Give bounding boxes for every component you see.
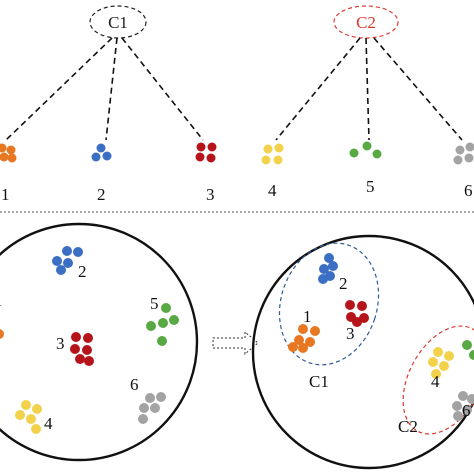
right-cluster-2 — [318, 253, 338, 284]
left-cluster-5 — [146, 303, 179, 346]
group-c2-label: C2 — [398, 417, 418, 436]
link-c2-4 — [275, 37, 361, 141]
link-c2-5 — [365, 37, 370, 141]
tree-cluster-2 — [91, 143, 112, 162]
right-cluster-6 — [452, 391, 474, 421]
tree-label-3: 3 — [206, 185, 215, 204]
tree-cluster-5 — [349, 141, 382, 159]
tree-label-4: 4 — [268, 181, 277, 200]
hub-c2-label: C2 — [356, 13, 376, 32]
hub-c1: C1 — [89, 5, 147, 39]
tree-label-5: 5 — [366, 177, 375, 196]
tree-label-2: 2 — [97, 185, 106, 204]
left-panel-circle — [0, 222, 199, 462]
right-cluster-1 — [288, 324, 320, 353]
link-c1-1 — [5, 37, 113, 141]
left-label-2: 2 — [78, 262, 87, 281]
tree-cluster-3 — [195, 142, 217, 163]
tree-cluster-6 — [453, 142, 474, 165]
hub-c1-label: C1 — [108, 13, 128, 32]
right-label-2: 2 — [339, 274, 348, 293]
tree-links — [5, 37, 463, 141]
left-cluster-4 — [15, 400, 42, 434]
hub-c2: C2 — [333, 5, 399, 39]
right-cluster-3 — [345, 300, 369, 327]
left-label-4: 4 — [44, 414, 53, 433]
left-cluster-2 — [52, 246, 83, 275]
group-c1-ellipse — [278, 242, 380, 366]
right-cluster-4 — [428, 347, 454, 379]
link-c1-2 — [105, 37, 118, 141]
left-label-1: 1 — [0, 291, 3, 310]
left-label-6: 6 — [130, 375, 139, 394]
tree-cluster-1 — [0, 143, 17, 163]
right-label-1: 1 — [303, 307, 312, 326]
right-label-6: 6 — [462, 401, 471, 420]
tree-label-6: 6 — [464, 181, 473, 200]
group-c2-ellipse — [402, 325, 474, 435]
tree-label-1: 1 — [1, 185, 10, 204]
right-panel-circle — [251, 234, 474, 470]
tree-cluster-4 — [261, 143, 284, 165]
left-label-5: 5 — [150, 294, 159, 313]
right-label-4: 4 — [431, 372, 440, 391]
link-c1-3 — [121, 37, 204, 141]
right-cluster-5 — [462, 340, 474, 360]
left-label-3: 3 — [56, 334, 65, 353]
right-label-3: 3 — [346, 324, 355, 343]
group-c1-label: C1 — [309, 372, 329, 391]
left-cluster-3 — [70, 332, 94, 366]
link-c2-6 — [373, 37, 463, 141]
dashed-right-arrow-icon — [212, 330, 259, 356]
left-cluster-1 — [0, 329, 4, 339]
left-cluster-6 — [138, 392, 166, 424]
